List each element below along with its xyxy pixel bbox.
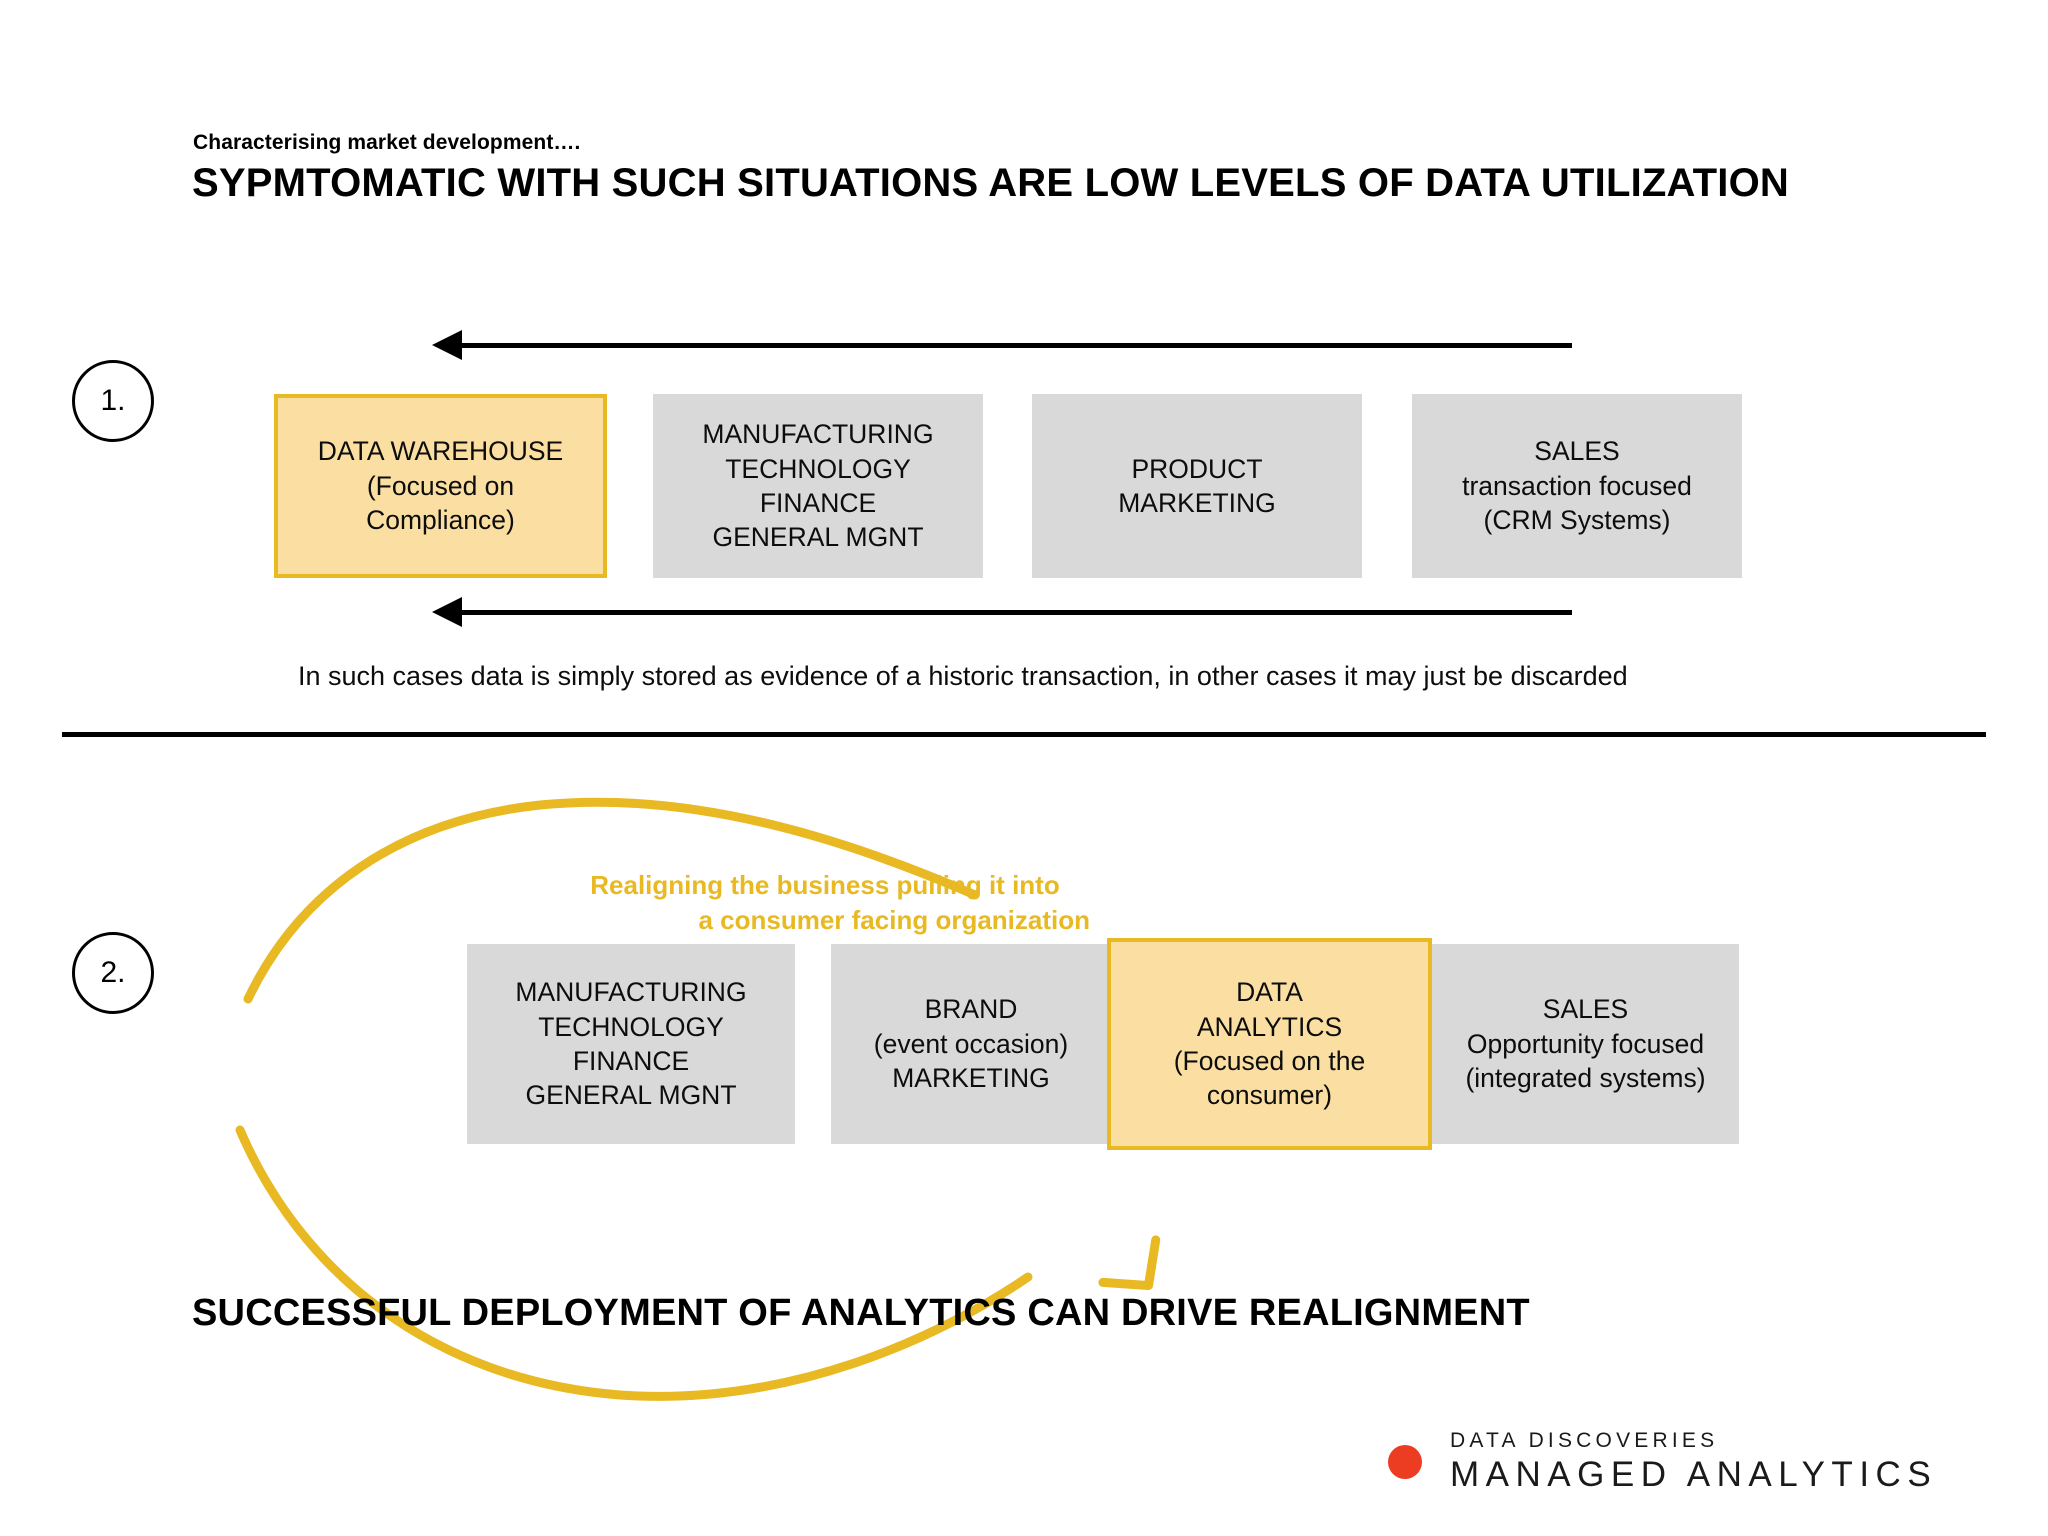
- callout-line-1: Realigning the business pulling it into: [590, 870, 1060, 900]
- box-line: Opportunity focused: [1466, 1028, 1705, 1059]
- box-line: SALES: [1542, 994, 1629, 1025]
- section-marker-2-label: 2.: [100, 956, 126, 989]
- box-line: (Focused on: [366, 470, 515, 501]
- stage-box-sales-row1[interactable]: SALES transaction focused (CRM Systems): [1412, 394, 1742, 578]
- box-line: MANUFACTURING: [515, 977, 747, 1008]
- stage-box-sales-row2[interactable]: SALES Opportunity focused (integrated sy…: [1432, 944, 1739, 1144]
- box-line: consumer): [1206, 1080, 1333, 1111]
- arrowhead-lower-icon: [1098, 1235, 1161, 1291]
- box-line: GENERAL MGNT: [525, 1080, 737, 1111]
- section-marker-2: 2.: [72, 932, 154, 1014]
- box-line: TECHNOLOGY: [725, 453, 911, 484]
- brand-logo: DATA DISCOVERIES MANAGED ANALYTICS: [1388, 1428, 1937, 1497]
- curve-lower: [235, 1125, 1033, 1401]
- section-marker-1: 1.: [72, 360, 154, 442]
- stage-box-data-warehouse[interactable]: DATA WAREHOUSE (Focused on Compliance): [274, 394, 607, 578]
- stage-box-brand-marketing[interactable]: BRAND (event occasion) MARKETING: [831, 944, 1111, 1144]
- box-line: (integrated systems): [1465, 1063, 1706, 1094]
- box-line: PRODUCT: [1131, 453, 1263, 484]
- callout-line-2: a consumer facing organization: [698, 905, 1090, 936]
- box-line: BRAND: [924, 994, 1018, 1025]
- box-line: SALES: [1534, 436, 1620, 467]
- stage-box-manufacturing-row2[interactable]: MANUFACTURING TECHNOLOGY FINANCE GENERAL…: [467, 944, 795, 1144]
- stage-box-product-marketing[interactable]: PRODUCT MARKETING: [1032, 394, 1362, 578]
- logo-line-2: MANAGED ANALYTICS: [1450, 1455, 1938, 1495]
- box-line: FINANCE: [759, 488, 877, 518]
- box-line: FINANCE: [572, 1046, 690, 1076]
- section1-caption: In such cases data is simply stored as e…: [298, 661, 1628, 691]
- logo-dot-icon: [1388, 1445, 1422, 1480]
- page-title: SYPMTOMATIC WITH SUCH SITUATIONS ARE LOW…: [192, 161, 1790, 205]
- box-line: DATA WAREHOUSE: [317, 436, 564, 467]
- slide-kicker: Characterising market development….: [193, 131, 581, 154]
- arrow-left-bottom-row1: [432, 597, 1572, 627]
- box-line: ANALYTICS: [1196, 1011, 1343, 1042]
- box-line: GENERAL MGNT: [712, 522, 924, 553]
- stage-box-manufacturing-row1[interactable]: MANUFACTURING TECHNOLOGY FINANCE GENERAL…: [653, 394, 983, 578]
- logo-wordmark: DATA DISCOVERIES MANAGED ANALYTICS: [1450, 1428, 1937, 1497]
- box-line: MARKETING: [1118, 488, 1276, 518]
- arrow-shaft: [454, 610, 1572, 615]
- footer-headline: SUCCESSFUL DEPLOYMENT OF ANALYTICS CAN D…: [192, 1292, 1530, 1334]
- box-line: DATA: [1236, 977, 1303, 1008]
- box-line: (event occasion): [873, 1028, 1069, 1059]
- box-line: MANUFACTURING: [702, 419, 934, 450]
- box-line: transaction focused: [1462, 470, 1692, 501]
- stage-box-data-analytics[interactable]: DATA ANALYTICS (Focused on the consumer): [1107, 938, 1432, 1150]
- box-line: TECHNOLOGY: [538, 1011, 724, 1042]
- box-line: (CRM Systems): [1483, 505, 1671, 536]
- section-marker-1-label: 1.: [100, 384, 126, 417]
- section-divider: [62, 732, 1986, 737]
- logo-line-1: DATA DISCOVERIES: [1450, 1429, 1719, 1452]
- box-line: (Focused on the: [1173, 1046, 1366, 1076]
- arrow-shaft: [454, 343, 1572, 348]
- box-line: Compliance): [366, 505, 515, 536]
- realignment-callout: Realigning the business pulling it into …: [560, 868, 1090, 938]
- arrow-left-top-row1: [432, 330, 1572, 360]
- box-line: MARKETING: [892, 1063, 1050, 1094]
